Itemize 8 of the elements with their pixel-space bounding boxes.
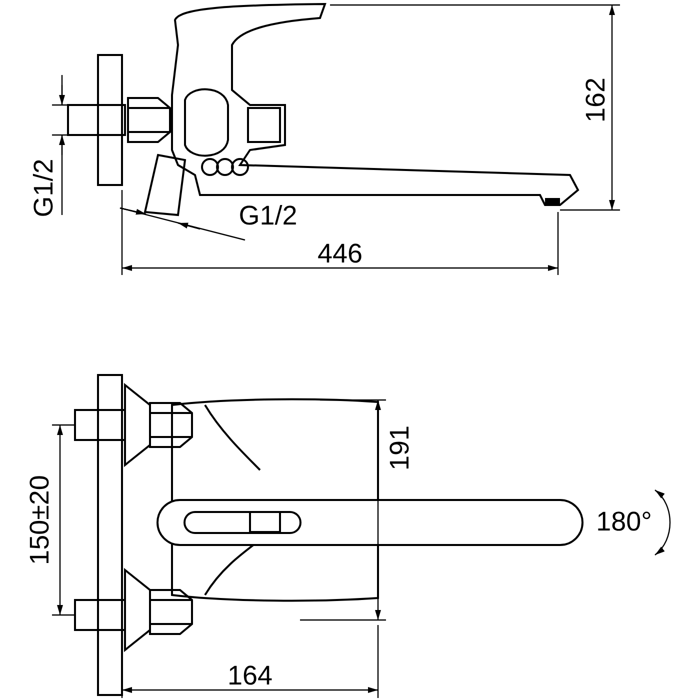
dimension-label: 164 [227, 662, 273, 690]
dimension-label: 150±20 [26, 475, 54, 565]
dimension-label: 162 [582, 77, 610, 123]
dimension-label: 191 [386, 425, 414, 471]
dimension-label: 446 [317, 240, 363, 268]
dimension-label: 180° [596, 508, 652, 536]
dimension-label: G1/2 [30, 158, 58, 218]
dimension-label: G1/2 [238, 202, 298, 230]
